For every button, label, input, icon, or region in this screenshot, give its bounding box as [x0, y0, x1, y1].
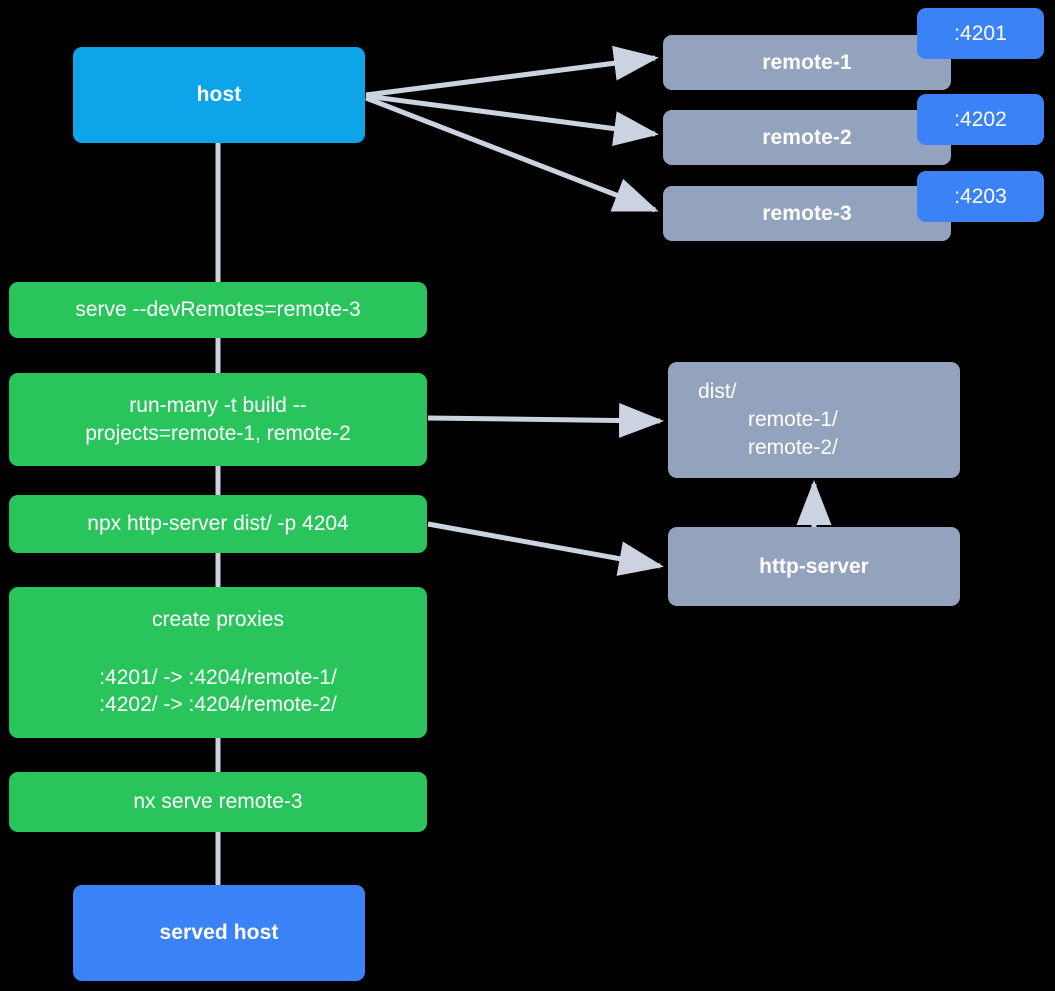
node-remote-2-label: remote-2: [762, 125, 852, 149]
command-serve-dev-remotes[interactable]: serve --devRemotes=remote-3: [9, 282, 427, 338]
command-create-proxies-line1: :4201/ -> :4204/remote-1/: [99, 665, 337, 689]
command-npx-http-server[interactable]: npx http-server dist/ -p 4204: [9, 495, 427, 553]
node-host[interactable]: host: [73, 47, 365, 143]
command-create-proxies[interactable]: create proxies :4201/ -> :4204/remote-1/…: [9, 587, 427, 738]
node-host-label: host: [196, 83, 242, 107]
dist-folder-child-1: remote-1/: [748, 408, 838, 432]
command-create-proxies-line2: :4202/ -> :4204/remote-2/: [99, 693, 337, 717]
node-http-server-label: http-server: [759, 554, 869, 578]
node-served-host-label: served host: [159, 921, 279, 945]
node-remote-3[interactable]: remote-3: [663, 186, 951, 241]
dist-folder-child-2: remote-2/: [748, 435, 838, 459]
dist-folder-tree: dist/ remote-1/ remote-2/: [668, 378, 960, 461]
port-badge-remote-1[interactable]: :4201: [917, 8, 1044, 59]
command-run-many-build-line2: projects=remote-1, remote-2: [85, 421, 351, 445]
edge-host-to-remote-2: [365, 93, 659, 147]
port-badge-remote-2[interactable]: :4202: [917, 94, 1044, 145]
node-served-host[interactable]: served host: [73, 885, 365, 981]
port-badge-remote-3-label: :4203: [954, 184, 1007, 208]
command-nx-serve-remote-3[interactable]: nx serve remote-3: [9, 772, 427, 832]
command-run-many-build[interactable]: run-many -t build -- projects=remote-1, …: [9, 373, 427, 466]
command-create-proxies-title: create proxies: [152, 607, 284, 631]
port-badge-remote-2-label: :4202: [954, 107, 1007, 131]
edge-runmany-to-dist: [427, 402, 664, 438]
command-npx-http-server-label: npx http-server dist/ -p 4204: [87, 512, 349, 536]
command-run-many-build-line1: run-many -t build --: [129, 393, 307, 417]
node-remote-1-label: remote-1: [762, 50, 852, 74]
dist-folder-root: dist/: [698, 380, 737, 404]
port-badge-remote-3[interactable]: :4203: [917, 171, 1044, 222]
edge-npx-to-httpserver: [427, 521, 664, 576]
edge-host-to-remote-3: [365, 95, 659, 213]
node-http-server[interactable]: http-server: [668, 527, 960, 606]
port-badge-remote-1-label: :4201: [954, 21, 1007, 45]
node-remote-3-label: remote-3: [762, 201, 852, 225]
node-remote-2[interactable]: remote-2: [663, 110, 951, 165]
node-remote-1[interactable]: remote-1: [663, 35, 951, 90]
command-serve-dev-remotes-label: serve --devRemotes=remote-3: [75, 298, 361, 322]
command-nx-serve-remote-3-label: nx serve remote-3: [133, 790, 303, 814]
edge-host-to-remote-1: [365, 45, 659, 98]
node-dist-folder[interactable]: dist/ remote-1/ remote-2/: [668, 362, 960, 478]
